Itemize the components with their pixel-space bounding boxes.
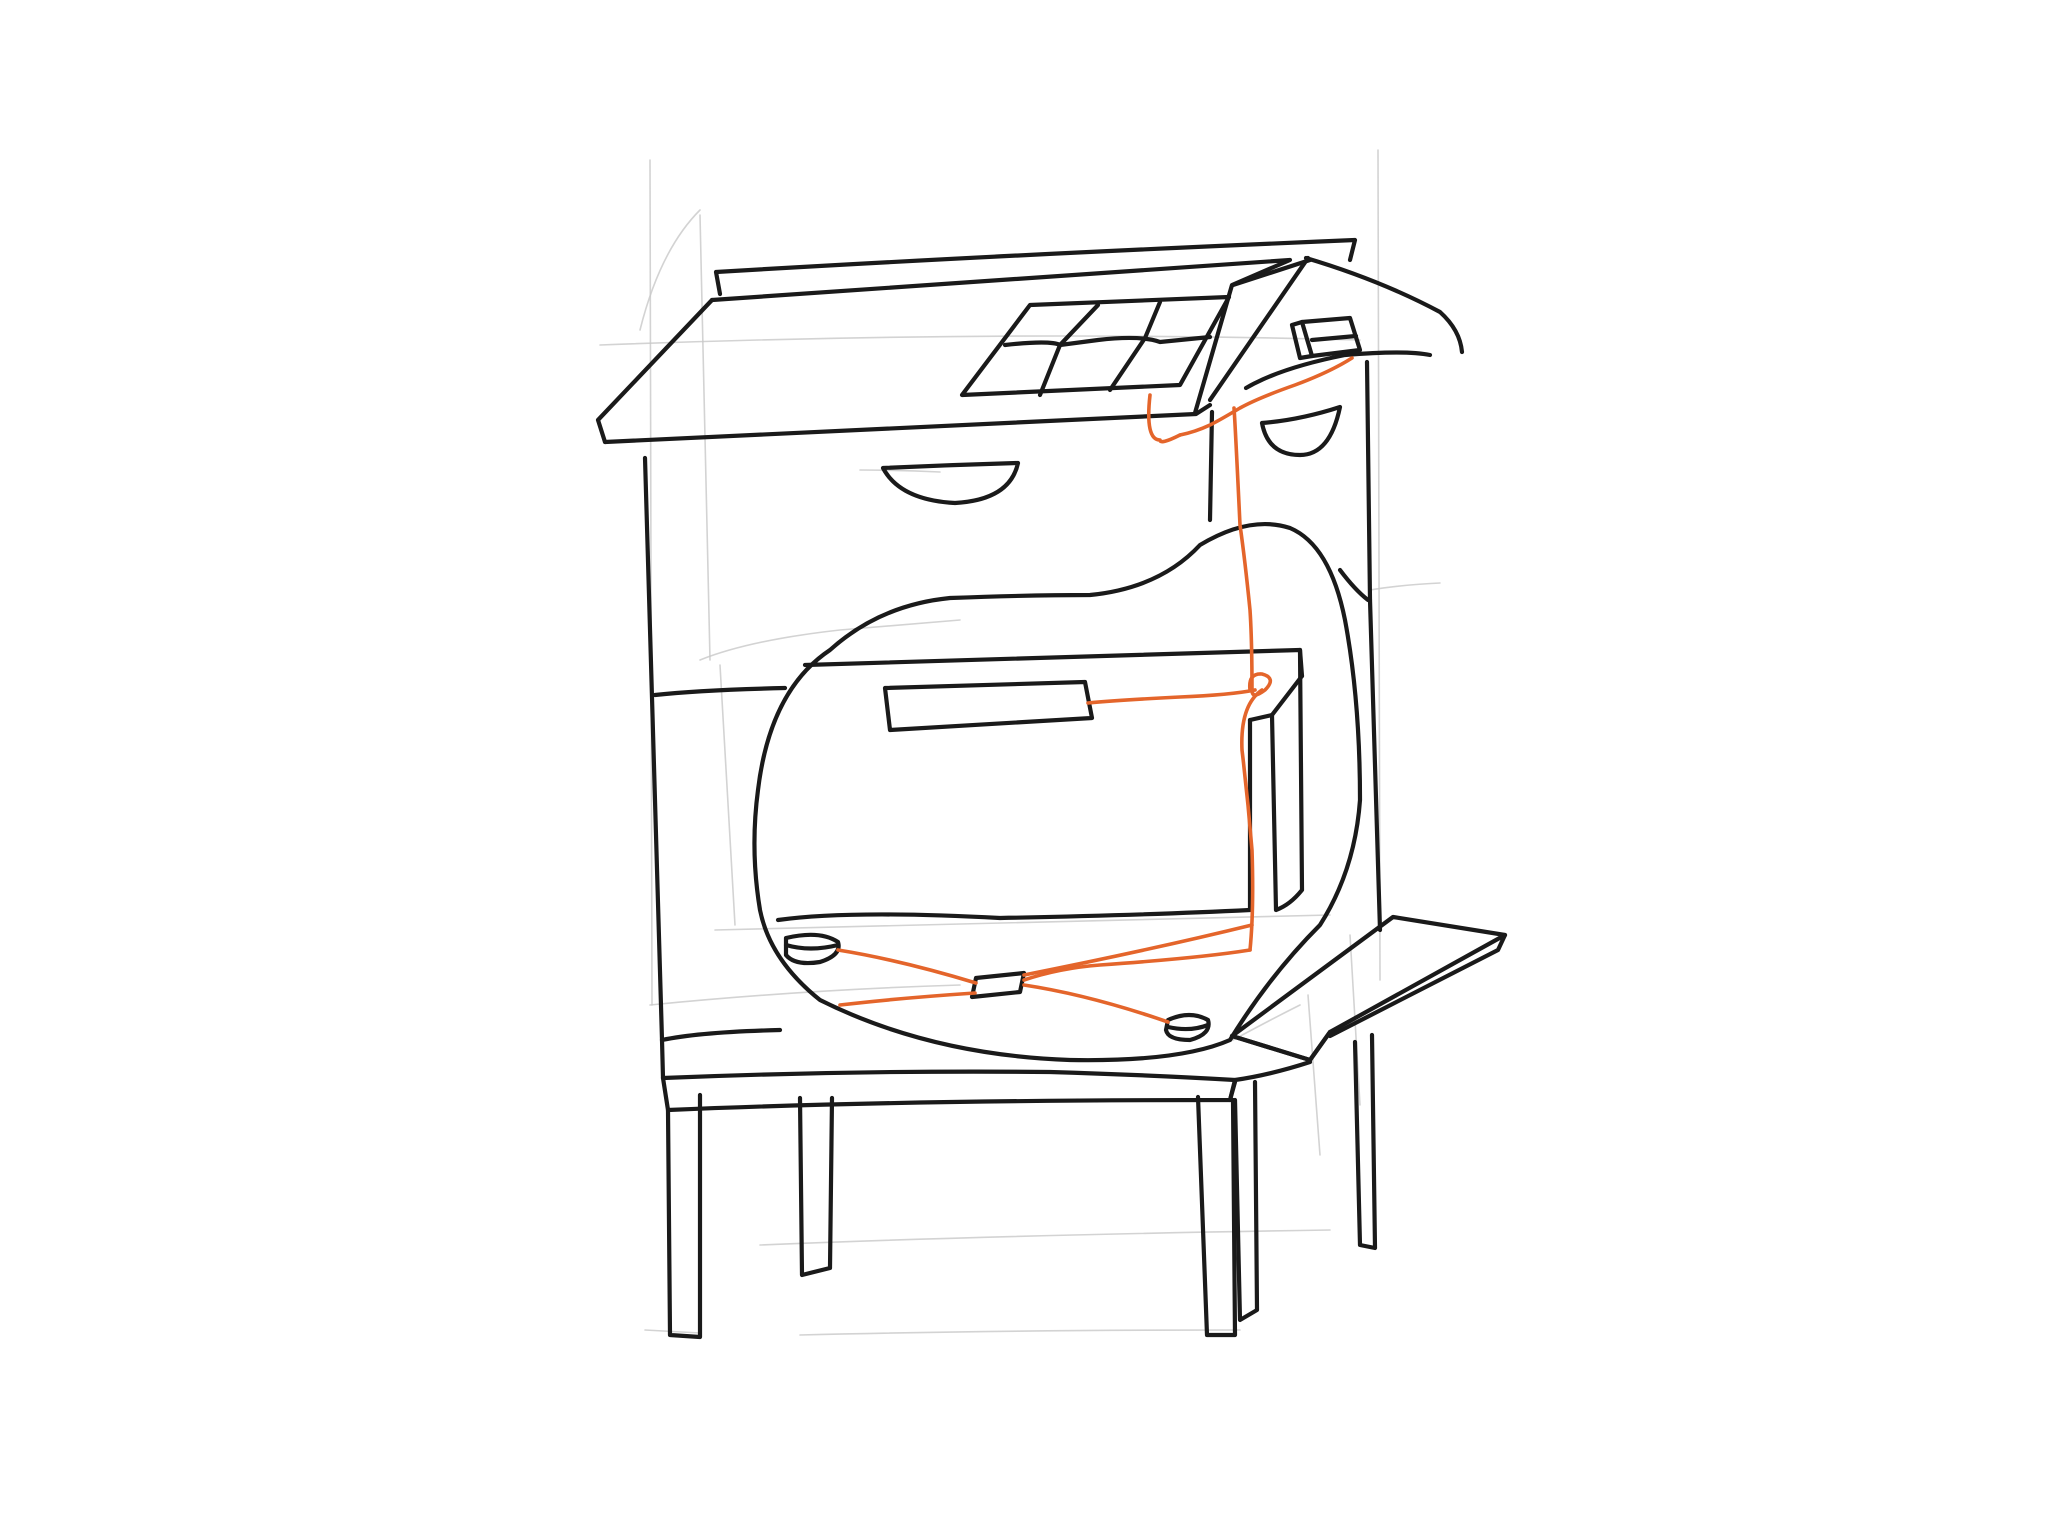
hive-stand xyxy=(663,1035,1375,1337)
pencil-construction-guides xyxy=(600,150,1440,1335)
top-hive-box xyxy=(645,362,1370,1040)
hive-line-art xyxy=(598,240,1505,1337)
central-junction-node xyxy=(972,973,1024,997)
solar-panel xyxy=(962,297,1229,395)
round-sensor-right xyxy=(1166,1015,1209,1040)
inner-frame xyxy=(778,650,1302,920)
sensor-wiring xyxy=(838,358,1352,1022)
cutaway-window xyxy=(754,524,1360,1060)
round-sensor-left xyxy=(786,935,839,963)
landing-board xyxy=(1232,917,1505,1060)
